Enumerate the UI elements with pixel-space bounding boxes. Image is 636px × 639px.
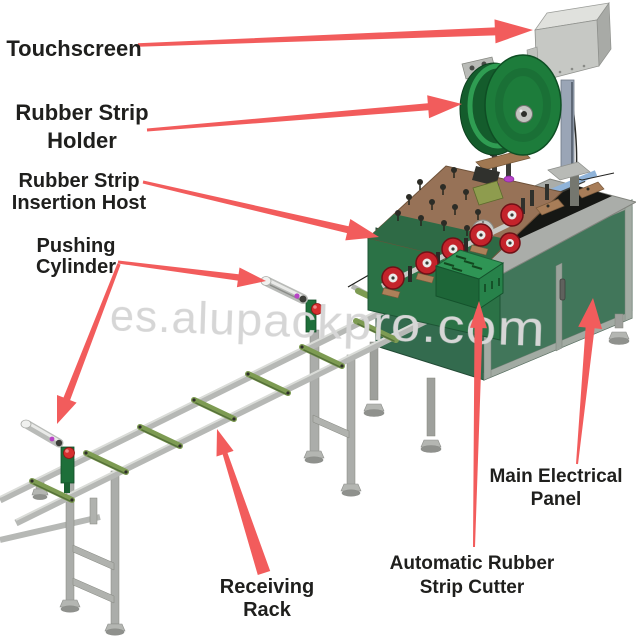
label-line: Automatic Rubber [389, 553, 555, 574]
deck-knobs [395, 167, 481, 236]
label-line: Main Electrical [489, 466, 623, 487]
pushing-cylinder-upper [260, 276, 323, 333]
pushing-cylinder-lower [20, 419, 75, 493]
roller [381, 203, 524, 290]
label-line: Strip Cutter [419, 577, 525, 598]
label-line: Rubber Strip [15, 100, 149, 125]
label-main-electrical-panel: Main Electrical Panel [462, 465, 636, 511]
label-line: Panel [530, 489, 582, 510]
label-line: Holder [47, 128, 117, 153]
label-pushing-cylinder: Pushing Cylinder [0, 236, 152, 278]
label-line: Pushing [36, 235, 116, 257]
label-automatic-rubber-strip-cutter: Automatic Rubber Strip Cutter [368, 552, 576, 600]
label-line: Rubber Strip [18, 170, 140, 192]
machine-feet [363, 331, 630, 453]
automatic-rubber-strip-cutter-box [434, 249, 505, 310]
rubber-strip-holder-reel [459, 54, 562, 156]
rack-feet [31, 450, 362, 636]
cabinet-door-handle [559, 278, 566, 301]
label-rubber-strip-insertion-host: Rubber Strip Insertion Host [0, 170, 158, 214]
label-line: Rack [243, 599, 291, 621]
label-line: Insertion Host [11, 192, 147, 214]
label-touchscreen: Touchscreen [0, 35, 148, 62]
label-line: Touchscreen [6, 36, 142, 61]
feed-rollers [380, 203, 524, 299]
label-line: Cylinder [35, 256, 117, 278]
label-line: Receiving [219, 576, 315, 598]
rubber-strip-insertion-host-body [366, 165, 564, 341]
label-rubber-strip-holder: Rubber Strip Holder [0, 99, 164, 155]
label-receiving-rack: Receiving Rack [186, 576, 348, 622]
